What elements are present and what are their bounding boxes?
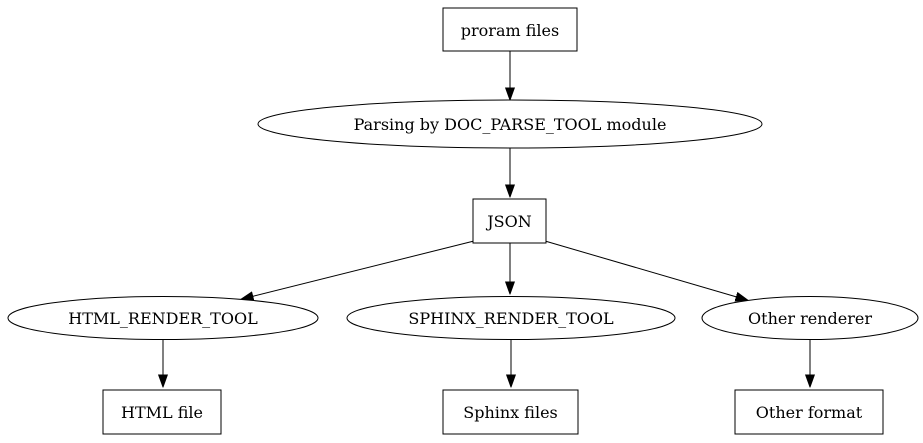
sphinx-files-box (442, 389, 579, 435)
parsing-ellipse (257, 99, 763, 149)
sphinx-files-label: Sphinx files (463, 403, 558, 422)
program-files-box (442, 7, 578, 52)
parsing-label: Parsing by DOC_PARSE_TOOL module (354, 115, 667, 134)
html-file-box (102, 389, 222, 435)
node-sphinx-render: SPHINX_RENDER_TOOL (346, 296, 676, 340)
node-html-file: HTML file (102, 389, 222, 435)
html-file-label: HTML file (121, 403, 203, 422)
sphinx-render-label: SPHINX_RENDER_TOOL (408, 309, 614, 328)
json-label: JSON (485, 212, 532, 231)
html-render-label: HTML_RENDER_TOOL (68, 309, 258, 328)
node-parsing: Parsing by DOC_PARSE_TOOL module (257, 99, 763, 149)
node-program-files: proram files (442, 7, 578, 52)
edge-json-to-html-render (242, 240, 475, 299)
sphinx-render-ellipse (346, 296, 676, 340)
node-other-format: Other format (734, 389, 884, 435)
program-files-label: proram files (461, 21, 559, 40)
node-other-renderer: Other renderer (701, 296, 919, 340)
node-json: JSON (472, 198, 547, 244)
html-render-ellipse (7, 296, 319, 340)
node-sphinx-files: Sphinx files (442, 389, 579, 435)
edge-json-to-other-renderer (544, 240, 747, 300)
other-format-box (734, 389, 884, 435)
json-box (472, 198, 547, 244)
node-html-render: HTML_RENDER_TOOL (7, 296, 319, 340)
other-format-label: Other format (756, 403, 863, 422)
edge-group (163, 51, 810, 386)
other-renderer-ellipse (701, 296, 919, 340)
other-renderer-label: Other renderer (748, 309, 872, 328)
